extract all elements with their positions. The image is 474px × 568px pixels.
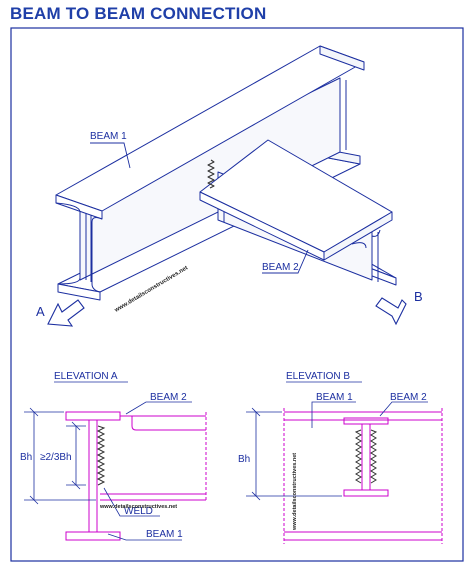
elevation-b-title: ELEVATION B [286,371,350,382]
view-a-arrow-icon [47,299,85,327]
page-title: BEAM TO BEAM CONNECTION [10,4,267,23]
beam2-top-flange [199,139,393,261]
elev-a-beam2-label: BEAM 2 [150,392,187,403]
view-b-arrow-icon [375,297,407,326]
elev-b-beam1-label: BEAM 1 [316,392,353,403]
iso-beam2-label: BEAM 2 [262,262,299,273]
elev-b-beam2-section [343,417,389,497]
iso-beam1-leader [90,142,131,169]
elev-a-watermark: www.detailsconstructives.net [99,504,177,510]
elevation-a-title: ELEVATION A [54,371,118,382]
isometric-view [55,45,397,301]
view-a-label: A [36,304,45,319]
elevation-a: ELEVATION A [20,371,207,541]
elev-b-beam1 [283,408,443,544]
elev-a-weld-icon [96,425,106,486]
iso-weld-icon [207,159,215,189]
elev-b-watermark: www.detailsconstructives.net [292,453,298,531]
elevation-b: ELEVATION B Bh [238,371,443,544]
elev-b-weld-left-icon [354,429,362,484]
elev-a-beam1-label: BEAM 1 [146,529,183,540]
elev-b-beam2-label: BEAM 2 [390,392,427,403]
elev-a-dimensions [24,407,96,505]
beam1-front-end [57,212,101,293]
elev-b-weld-right-icon [370,429,378,484]
iso-beam1-label: BEAM 1 [90,131,127,142]
elev-a-dim-weld: ≥2/3Bh [40,452,72,463]
drawing-frame [10,27,464,562]
elev-b-dim-height: Bh [238,454,250,465]
iso-beam2-leader [262,249,309,274]
elev-a-dim-height: Bh [20,452,32,463]
elev-a-weld-label: WELD [124,506,153,517]
elev-a-beam2 [100,412,207,501]
elev-a-beam1-section [65,411,121,541]
view-b-label: B [414,289,423,304]
beam1-top-flange [55,45,365,223]
elev-b-dimensions [246,407,342,501]
